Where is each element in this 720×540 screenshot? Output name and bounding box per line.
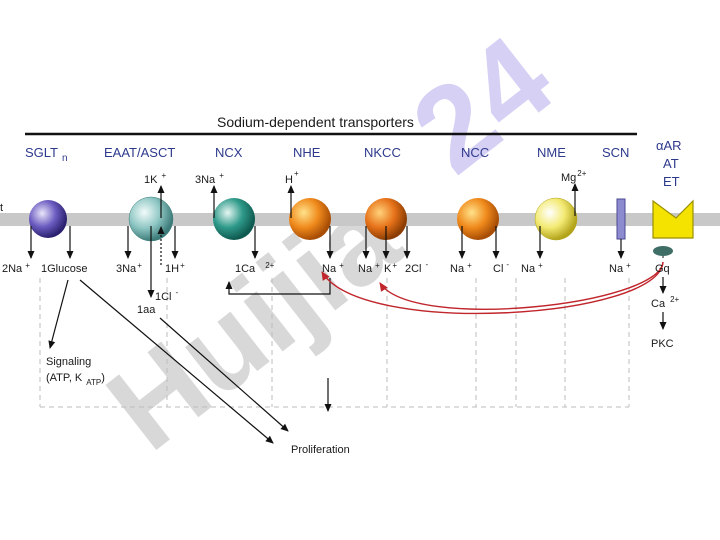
- k-efflux-label: 1K+: [144, 171, 166, 186]
- signaling-label: Signaling: [46, 356, 91, 368]
- cl2-nkcc-label: 2Cl-: [405, 260, 429, 275]
- cl-ncc-label: Cl-: [493, 260, 509, 275]
- na-nkcc-label: Na+: [358, 261, 380, 275]
- mg-efflux-label: Mg2+: [561, 169, 587, 184]
- na-scn-label: Na+: [609, 261, 631, 275]
- header-scn: SCN: [602, 145, 629, 160]
- na3-influx-label: 3Na+: [116, 261, 142, 275]
- na-nme-label: Na+: [521, 261, 543, 275]
- h-efflux-label: H+: [285, 169, 299, 186]
- header-nme: NME: [537, 145, 566, 160]
- header-ncc: NCC: [461, 145, 489, 160]
- header-ncx: NCX: [215, 145, 243, 160]
- scn-channel-icon: [616, 198, 626, 240]
- gq-feedback-arcs: [321, 261, 664, 315]
- glucose-label: 1Glucose: [41, 263, 87, 275]
- watermark-blue-text: 24: [389, 11, 577, 199]
- nhe-sphere-icon: [289, 198, 331, 240]
- header-receptor-at: AT: [663, 156, 679, 171]
- receptor-icon: [652, 199, 694, 239]
- na-ncc-label: Na+: [450, 261, 472, 275]
- ncx-sphere-icon: [213, 198, 255, 240]
- ncc-sphere-icon: [457, 198, 499, 240]
- proliferation-label: Proliferation: [291, 444, 350, 456]
- gq-label: Gq: [655, 263, 670, 275]
- cell-membrane: [0, 213, 720, 226]
- na-to-ncx-link: [225, 278, 331, 295]
- k-nkcc-label: K+: [384, 261, 397, 275]
- sglt-sphere-icon: [29, 200, 67, 238]
- influx-arrows: [27, 226, 625, 298]
- header-nkcc: NKCC: [364, 145, 401, 160]
- h1-label: 1H+: [165, 261, 185, 275]
- nme-sphere-icon: [534, 197, 578, 241]
- header-nhe: NHE: [293, 145, 321, 160]
- cl1-label: 1Cl-: [155, 288, 179, 303]
- efflux-arrows: [157, 183, 579, 218]
- nkcc-sphere-icon: [365, 198, 407, 240]
- na3-efflux-label: 3Na+: [195, 171, 224, 186]
- downstream-arrows: [48, 279, 332, 444]
- header-eaat: EAAT/ASCT: [104, 145, 175, 160]
- header-receptor-alpha-ar: αAR: [656, 138, 682, 153]
- efflux-labels: 1K+ 3Na+ H+ Mg2+: [144, 169, 587, 186]
- na2-label: 2Na+: [2, 261, 30, 275]
- membrane-label: t: [0, 202, 3, 214]
- gq-protein-icon: [653, 246, 673, 256]
- diagram-title: Sodium-dependent transporters: [217, 114, 414, 130]
- dashed-grid: [39, 278, 630, 408]
- aa-label: 1aa: [137, 304, 156, 316]
- pkc-label: PKC: [651, 338, 674, 350]
- header-receptor-et: ET: [663, 174, 680, 189]
